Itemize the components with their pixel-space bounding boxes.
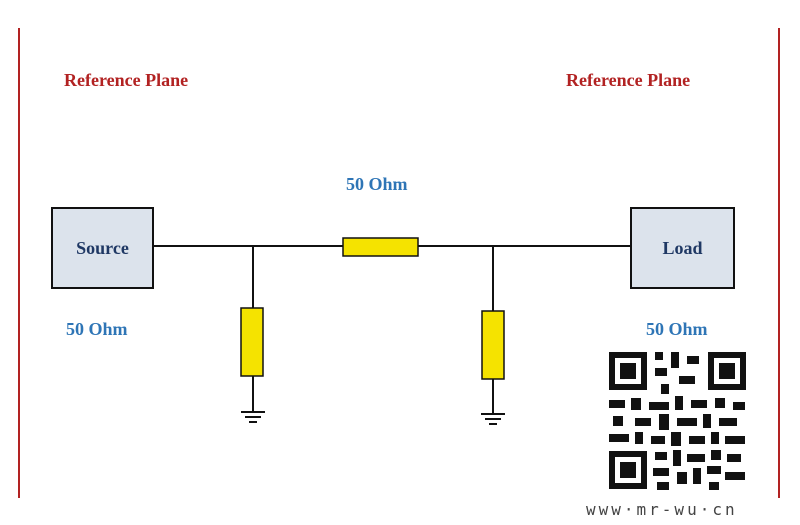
source-block: Source bbox=[51, 207, 154, 289]
load-block: Load bbox=[630, 207, 735, 289]
source-label: Source bbox=[76, 237, 129, 258]
watermark-text: www·mr-wu·cn bbox=[586, 500, 738, 519]
reference-plane-left-line bbox=[18, 28, 20, 498]
ground-icon bbox=[241, 411, 265, 423]
qr-code bbox=[605, 348, 750, 493]
reference-plane-left-label: Reference Plane bbox=[64, 70, 189, 90]
source-impedance-label: 50 Ohm bbox=[66, 319, 128, 339]
load-label: Load bbox=[662, 237, 703, 258]
reference-plane-right-label: Reference Plane bbox=[566, 70, 691, 90]
series-impedance-label: 50 Ohm bbox=[346, 174, 408, 194]
ground-icon bbox=[481, 413, 505, 425]
reference-plane-right-line bbox=[778, 28, 780, 498]
shunt-resistor-left bbox=[240, 246, 264, 412]
load-impedance-label: 50 Ohm bbox=[646, 319, 708, 339]
shunt-resistor-right bbox=[481, 246, 505, 414]
series-resistor bbox=[342, 237, 419, 257]
